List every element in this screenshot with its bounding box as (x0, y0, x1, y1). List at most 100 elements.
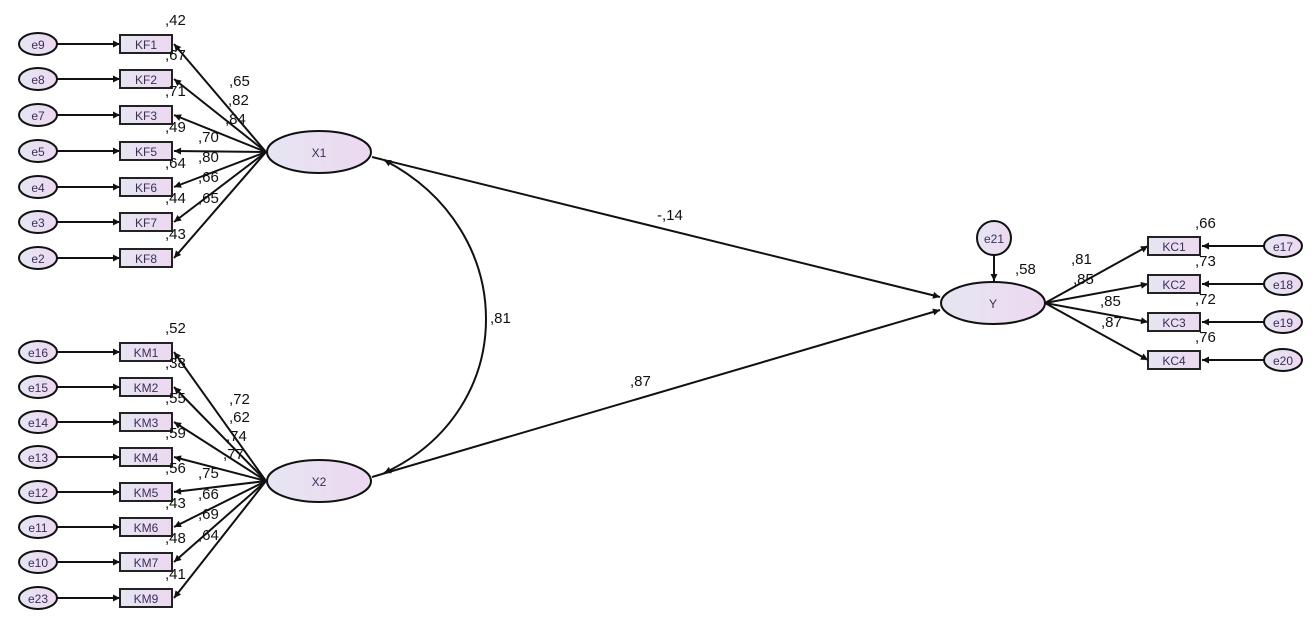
indicator-km-label: KM6 (134, 521, 159, 535)
loading-estimate: ,87 (1101, 314, 1122, 331)
error-term-label: e15 (28, 381, 48, 395)
loading-estimate: ,69 (198, 506, 219, 523)
indicator-kf-label: KF1 (135, 38, 157, 52)
loading-path-km (173, 351, 267, 482)
indicator-km-shape (119, 482, 173, 502)
r-squared-estimate: ,55 (165, 390, 186, 407)
indicator-km[interactable]: KM4 (119, 447, 173, 467)
indicator-km-label: KM9 (134, 592, 159, 606)
indicator-kc[interactable]: KC1 (1147, 236, 1201, 256)
indicator-kc-shape (1147, 236, 1201, 256)
latent-x2[interactable]: X2 (266, 459, 372, 503)
indicator-km-shape (119, 447, 173, 467)
latent-x2-label: X2 (312, 475, 327, 489)
indicator-kf[interactable]: KF2 (119, 69, 173, 89)
error-term-label: e20 (1273, 354, 1293, 368)
error-term (1263, 272, 1303, 296)
r-squared-estimate: ,42 (165, 12, 186, 29)
indicator-kf[interactable]: KF5 (119, 141, 173, 161)
r-squared-estimate: ,41 (165, 566, 186, 583)
r-squared-estimate: ,64 (165, 155, 186, 172)
loading-estimate: ,85 (1100, 293, 1121, 310)
indicator-kf-shape (119, 212, 173, 232)
loading-estimate: ,65 (229, 73, 250, 90)
latent-x1[interactable]: X1 (266, 130, 372, 174)
r-squared-estimate: ,38 (165, 355, 186, 372)
loading-estimate: ,84 (225, 111, 246, 128)
r-squared-estimate: ,72 (1195, 291, 1216, 308)
loading-estimate: ,75 (198, 465, 219, 482)
error-term-label: e8 (31, 73, 45, 87)
error-term-label: e4 (31, 181, 45, 195)
r-squared-estimate: ,52 (165, 320, 186, 337)
indicator-kf-shape (119, 105, 173, 125)
loading-estimate: ,70 (198, 129, 219, 146)
r-squared-estimate: ,59 (165, 425, 186, 442)
indicator-km-shape (119, 412, 173, 432)
indicator-kf-label: KF7 (135, 216, 157, 230)
indicator-kf[interactable]: KF8 (119, 248, 173, 268)
error-term (18, 480, 58, 504)
indicator-kf-label: KF8 (135, 252, 157, 266)
r-squared-estimate: ,44 (165, 190, 186, 207)
loading-path-kc (1044, 245, 1149, 304)
indicator-km[interactable]: KM9 (119, 588, 173, 608)
loading-path-kf (173, 151, 267, 188)
indicator-kc[interactable]: KC3 (1147, 312, 1201, 332)
loading-path-kf (173, 78, 267, 153)
indicator-km[interactable]: KM5 (119, 482, 173, 502)
loading-estimate: ,66 (198, 169, 219, 186)
indicator-km[interactable]: KM3 (119, 412, 173, 432)
r-squared-estimate: ,71 (165, 83, 186, 100)
indicator-kf-shape (119, 248, 173, 268)
indicator-kc-label: KC4 (1162, 354, 1186, 368)
loading-estimate: ,80 (198, 149, 219, 166)
path-x1-to-y (371, 156, 941, 299)
indicator-kf-label: KF5 (135, 145, 157, 159)
loading-path-kf (173, 147, 267, 155)
r-squared-estimate: ,67 (165, 47, 186, 64)
path-estimate-x2-y: ,87 (630, 373, 651, 390)
r-squared-estimate-y: ,58 (1015, 261, 1036, 278)
indicator-km[interactable]: KM7 (119, 552, 173, 572)
error-term (18, 515, 58, 539)
latent-y-label: Y (989, 297, 997, 311)
loading-path-km (173, 480, 267, 563)
latent-x1-label: X1 (312, 146, 327, 160)
error-term-label: e16 (28, 346, 48, 360)
error-term (18, 139, 58, 163)
indicator-kf[interactable]: KF3 (119, 105, 173, 125)
latent-y[interactable]: Y (940, 281, 1046, 325)
r-squared-estimate: ,66 (1195, 215, 1216, 232)
indicator-km-label: KM1 (134, 346, 159, 360)
loading-estimate: ,66 (198, 486, 219, 503)
loading-path-kc (1044, 281, 1149, 304)
indicator-kf[interactable]: KF6 (119, 177, 173, 197)
loading-estimate: ,85 (1073, 271, 1094, 288)
error-term (18, 375, 58, 399)
latent-x2-shape (266, 459, 372, 503)
error-term-label: e13 (28, 451, 48, 465)
loading-path-kf (173, 43, 267, 153)
indicator-km[interactable]: KM1 (119, 342, 173, 362)
r-squared-estimate: ,43 (165, 226, 186, 243)
error-term (18, 246, 58, 270)
error-term-label: e3 (31, 216, 45, 230)
r-squared-estimate: ,56 (165, 460, 186, 477)
loading-path-kc (1044, 302, 1149, 325)
error-term-label: e21 (984, 232, 1004, 246)
loading-path-km (173, 480, 267, 495)
covariance-x1-x2 (383, 159, 487, 474)
error-term (1263, 234, 1303, 258)
error-term-label: e7 (31, 109, 45, 123)
r-squared-estimate: ,73 (1195, 253, 1216, 270)
indicator-kc[interactable]: KC2 (1147, 274, 1201, 294)
error-term-label: e11 (28, 521, 47, 535)
indicator-kc[interactable]: KC4 (1147, 350, 1201, 370)
indicator-km[interactable]: KM6 (119, 517, 173, 537)
indicator-km[interactable]: KM2 (119, 377, 173, 397)
indicator-kf[interactable]: KF1 (119, 34, 173, 54)
loading-estimate: ,74 (226, 428, 247, 445)
indicator-kf[interactable]: KF7 (119, 212, 173, 232)
